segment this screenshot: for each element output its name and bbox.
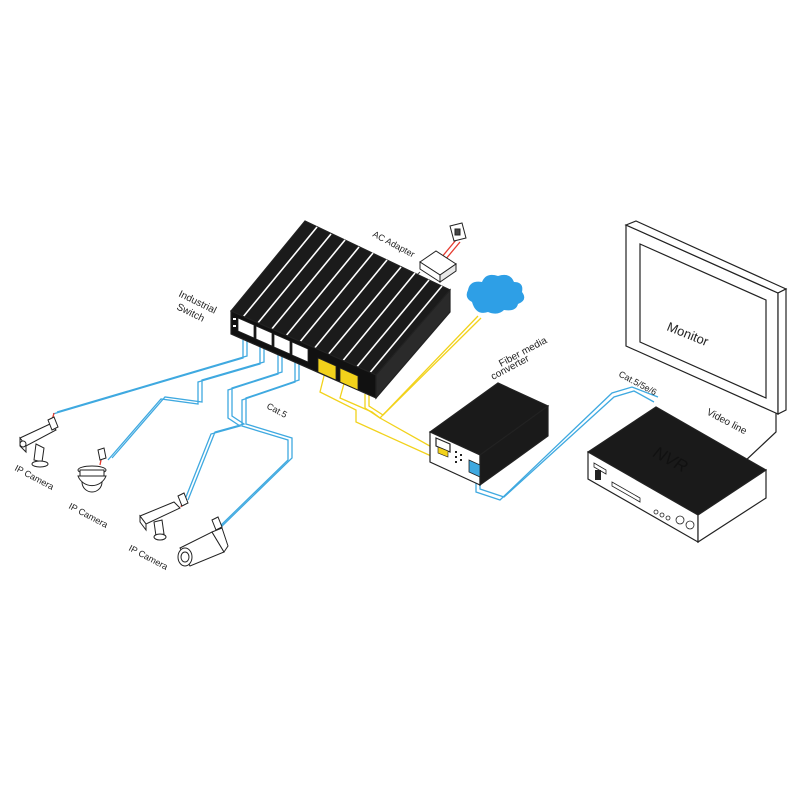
power-outlet-icon [449, 222, 467, 242]
cable-internet [364, 315, 482, 419]
ip-camera-2-icon [77, 447, 107, 493]
monitor [624, 220, 788, 415]
label-ip-camera-1: IP Camera [13, 463, 56, 492]
ip-camera-3-icon [139, 492, 189, 541]
industrial-switch [230, 220, 451, 400]
nvr [586, 406, 768, 544]
fiber-media-converter [428, 382, 550, 487]
label-cat5: Cat.5 [265, 401, 289, 420]
label-ip-camera-3: IP Camera [127, 543, 170, 572]
ip-camera-1-icon [19, 416, 59, 468]
cable-cat5-camera-4 [215, 362, 300, 531]
cable-cat5-camera-3 [183, 355, 283, 503]
label-video-line: Video line [705, 407, 749, 437]
cable-cat5-camera-1 [52, 340, 248, 415]
cable-cat5-nvr [475, 386, 659, 501]
ac-adapter [419, 250, 457, 283]
ip-camera-4-icon [177, 516, 229, 567]
internet-cloud-icon [466, 274, 525, 314]
label-ac-adapter: AC Adapter [371, 229, 416, 259]
label-ip-camera-2: IP Camera [67, 501, 110, 530]
cable-cat5-camera-2 [107, 347, 265, 461]
